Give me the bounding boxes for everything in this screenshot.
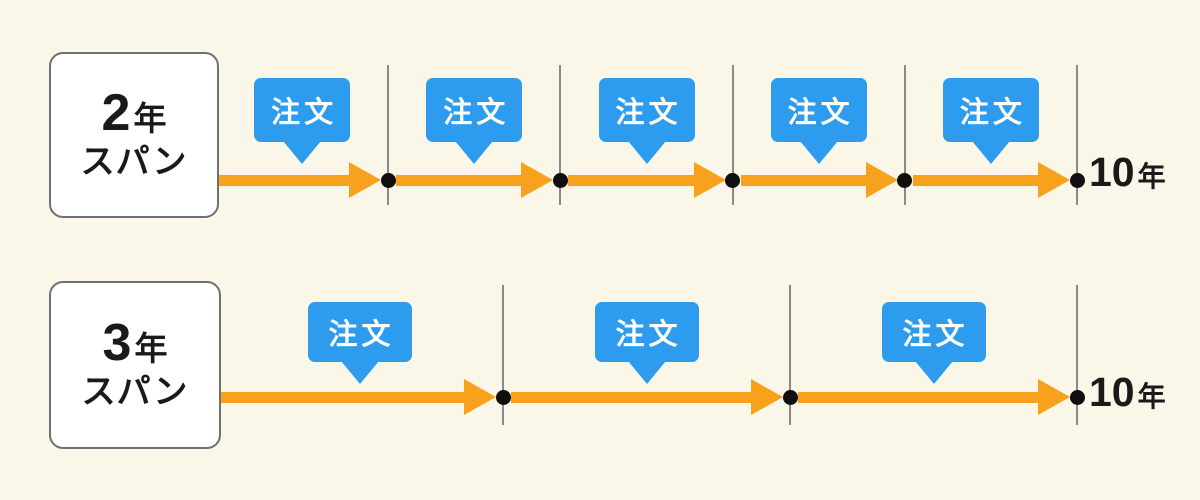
end-number: 10 [1089,369,1135,415]
timeline-dot-icon [495,389,511,405]
order-bubble-label: 注文 [787,97,854,129]
timeline-tick [387,65,390,205]
timeline-tick [1076,65,1078,205]
order-bubble: 注文 [594,302,699,384]
arrow-shaft [568,174,696,186]
order-bubble: 注文 [426,78,523,164]
order-bubble-label: 注文 [959,97,1026,129]
end-year-unit: 年 [1137,161,1166,192]
bubble-tail-icon [455,141,494,164]
arrow-shaft [511,391,753,403]
timeline-dot-icon [1069,389,1085,405]
bubble-tail-icon [971,141,1010,164]
arrow-shaft [216,391,466,403]
arrow-shaft [396,174,524,186]
order-bubble-label: 注文 [902,319,969,351]
order-bubble: 注文 [770,78,867,164]
bubble-tail-icon [283,141,322,164]
order-bubble-label: 注文 [271,97,338,129]
span-label-box-2year: 2 年 スパン [49,52,219,218]
arrow-shaft [912,174,1040,186]
order-bubble: 注文 [881,302,986,384]
timeline-dot-icon [1069,172,1085,188]
order-bubble: 注文 [307,302,412,384]
arrow-head-icon [693,162,726,198]
span-years-label: 3 年 [103,317,168,369]
timeline-dot-icon [782,389,798,405]
arrow-shaft [216,174,352,186]
span-number: 2 [101,84,132,143]
arrow-shaft [740,174,868,186]
end-label-3year: 10 年 [1089,372,1166,413]
end-number: 10 [1089,149,1135,195]
arrow-head-icon [349,162,382,198]
timeline-dot-icon [380,172,396,188]
bubble-tail-icon [914,361,953,384]
arrow-head-icon [1038,379,1070,415]
span-number: 3 [102,314,133,373]
order-bubble-label: 注文 [443,97,510,129]
timeline-tick [731,65,734,205]
order-bubble-label: 注文 [328,319,395,351]
bubble-tail-icon [627,361,666,384]
order-bubble: 注文 [598,78,695,164]
span-word: スパン [80,143,188,182]
timeline-tick [502,285,504,425]
timeline-tick [789,285,791,425]
order-bubble-label: 注文 [615,97,682,129]
arrow-head-icon [521,162,554,198]
end-label-2year: 10 年 [1089,152,1166,193]
timeline-tick [1076,285,1078,425]
arrow-head-icon [1038,162,1070,198]
span-years-label: 2 年 [102,87,167,139]
span-year-unit: 年 [133,100,167,138]
timeline-tick [559,65,562,205]
bubble-tail-icon [340,361,379,384]
timeline-dot-icon [897,172,913,188]
arrow-head-icon [751,379,783,415]
timeline-dot-icon [725,172,741,188]
order-bubble-label: 注文 [615,319,682,351]
end-year-unit: 年 [1137,381,1166,412]
timeline-dot-icon [552,172,568,188]
arrow-shaft [798,391,1040,403]
arrow-head-icon [464,379,496,415]
bubble-tail-icon [799,141,838,164]
arrow-head-icon [865,162,898,198]
span-word: スパン [81,373,189,412]
bubble-tail-icon [627,141,666,164]
order-bubble: 注文 [942,78,1039,164]
span-year-unit: 年 [134,330,168,368]
timeline-tick [903,65,906,205]
order-bubble: 注文 [254,78,351,164]
span-label-box-3year: 3 年 スパン [49,281,221,449]
